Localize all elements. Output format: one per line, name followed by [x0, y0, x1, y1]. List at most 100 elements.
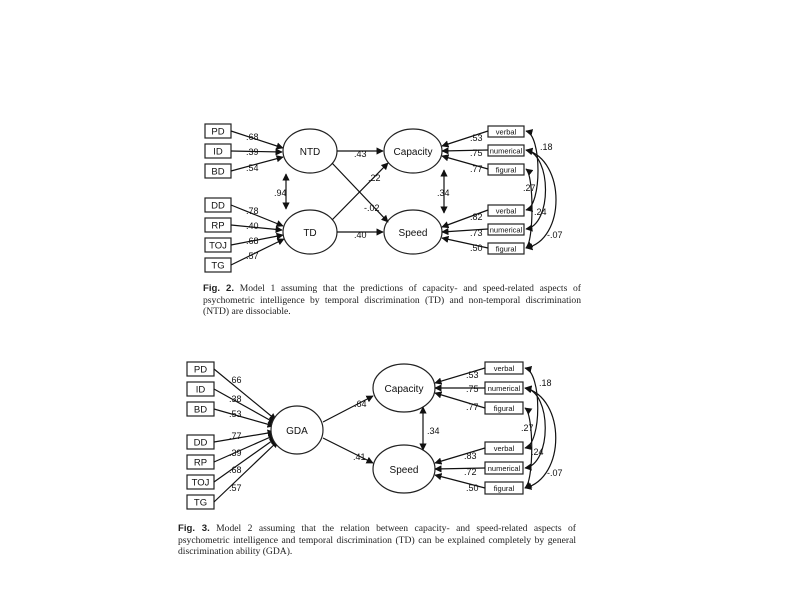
fig2-corr-capacity-speed-label: .34 — [437, 188, 450, 198]
fig3-indicator-label: ID — [196, 385, 206, 396]
figure-2-diagram: PD ID BD DD RP TOJ TG — [204, 123, 563, 273]
fig2-arrow-tg-td — [230, 238, 285, 266]
fig3-path-gda-capacity-label: .64 — [354, 399, 367, 409]
fig3-speed-loading-numerical: .72 — [464, 467, 477, 477]
fig2-arrow-speed-figural — [441, 235, 489, 249]
fig3-arrow-tg-gda — [213, 440, 279, 503]
fig2-loading-tg: .57 — [246, 251, 259, 261]
fig3-outcome-capacity-figural: figural — [484, 401, 524, 415]
fig3-outcome-label: figural — [494, 404, 515, 413]
fig3-indicator-label: PD — [194, 365, 207, 376]
fig3-latent-label: GDA — [286, 426, 308, 437]
fig2-residual-extra-label: -.07 — [547, 230, 563, 240]
fig3-indicator-label: TOJ — [192, 478, 210, 489]
fig2-arrow-speed-verbal — [441, 209, 489, 229]
fig3-arrow-speed-numerical — [434, 465, 486, 473]
fig2-outcome-label: numerical — [490, 226, 523, 235]
fig2-path-td-capacity-label: .22 — [368, 173, 381, 183]
fig3-residual-extra — [524, 386, 557, 490]
fig2-indicator-tg: TG — [204, 257, 232, 273]
fig2-path-ntd-speed — [331, 162, 389, 223]
fig3-indicator-label: RP — [194, 458, 207, 469]
fig3-speed-loading-figural: .50 — [466, 483, 479, 493]
fig2-loading-pd: .68 — [246, 132, 259, 142]
fig2-capacity-loading-figural: .77 — [470, 164, 483, 174]
fig2-outcome-speed-figural: figural — [487, 242, 525, 255]
fig2-speed-loading-figural: .50 — [470, 243, 483, 253]
fig2-loading-dd: .78 — [246, 206, 259, 216]
fig2-outcome-speed-numerical: numerical — [487, 223, 525, 236]
fig3-capacity-loading-numerical: .75 — [466, 384, 479, 394]
fig2-path-td-capacity — [331, 162, 389, 221]
fig2-indicator-label: RP — [211, 221, 224, 232]
fig2-indicator-toj: TOJ — [204, 237, 232, 253]
fig3-indicator-rp: RP — [186, 454, 215, 470]
fig2-outcome-capacity-figural: figural — [487, 163, 525, 176]
fig3-capacity-loading-figural: .77 — [466, 402, 479, 412]
figure-3-diagram: PD ID BD DD RP TOJ TG — [186, 361, 563, 510]
fig3-loading-id: .38 — [229, 394, 242, 404]
fig3-indicator-bd: BD — [186, 401, 215, 417]
fig3-arrow-pd-gda — [213, 368, 277, 421]
fig2-residual-numerical — [525, 147, 547, 232]
fig3-arrow-capacity-figural — [434, 391, 486, 409]
fig3-arrow-speed-verbal — [434, 447, 486, 465]
fig3-outcome-capacity-numerical: numerical — [484, 381, 524, 395]
fig2-outcome-capacity-numerical: numerical — [487, 144, 525, 157]
fig2-speed-loading-numerical: .73 — [470, 228, 483, 238]
fig3-indicator-id: ID — [186, 381, 215, 397]
fig3-arrow-capacity-verbal — [434, 367, 486, 385]
fig3-loading-pd: .66 — [229, 375, 242, 385]
fig2-latent-speed: Speed — [383, 209, 443, 255]
fig2-arrow-capacity-numerical — [441, 147, 489, 155]
fig2-loading-rp: .40 — [246, 221, 259, 231]
fig2-residual-extra — [525, 148, 557, 251]
fig3-caption: Fig. 3. Model 2 assuming that the relati… — [178, 523, 576, 558]
fig2-latent-label: Capacity — [394, 147, 433, 158]
fig2-indicator-label: ID — [213, 147, 223, 158]
fig3-outcome-label: numerical — [488, 464, 521, 473]
fig3-path-gda-speed — [322, 437, 374, 464]
fig3-indicator-tg: TG — [186, 494, 215, 510]
fig3-latent-gda: GDA — [270, 405, 324, 455]
fig3-indicator-label: BD — [194, 405, 207, 416]
fig3-loading-toj: .68 — [229, 465, 242, 475]
fig3-latent-label: Capacity — [385, 384, 424, 395]
fig3-path-gda-speed-label: .41 — [353, 452, 366, 462]
fig2-outcome-label: figural — [496, 245, 517, 254]
fig2-outcome-label: figural — [496, 166, 517, 175]
fig3-speed-loading-verbal: .83 — [464, 451, 477, 461]
fig2-latent-label: TD — [303, 228, 316, 239]
fig2-caption-text: Model 1 assuming that the predictions of… — [203, 283, 581, 317]
fig2-speed-loading-verbal: .82 — [470, 212, 483, 222]
fig2-caption: Fig. 2. Model 1 assuming that the predic… — [203, 283, 581, 318]
fig3-loading-bd: .53 — [229, 409, 242, 419]
fig3-outcome-capacity-verbal: verbal — [484, 361, 524, 375]
fig2-outcome-capacity-verbal: verbal — [487, 125, 525, 138]
fig3-residual-figural-label: .27 — [521, 423, 534, 433]
fig3-outcome-label: figural — [494, 484, 515, 493]
fig2-arrow-bd-ntd — [230, 155, 284, 172]
fig2-loading-id: .39 — [246, 147, 259, 157]
fig2-outcome-speed-verbal: verbal — [487, 204, 525, 217]
fig2-indicator-label: TG — [211, 261, 224, 272]
fig2-arrow-capacity-figural — [441, 154, 489, 170]
fig3-residual-extra-label: -.07 — [547, 468, 563, 478]
fig2-indicator-label: PD — [211, 127, 224, 138]
fig3-capacity-loading-verbal: .53 — [466, 370, 479, 380]
fig2-indicator-label: TOJ — [209, 241, 227, 252]
fig3-arrow-bd-gda — [213, 408, 275, 428]
fig2-arrow-toj-td — [230, 232, 284, 246]
fig3-loading-dd: .77 — [229, 431, 242, 441]
fig2-residual-figural-label: .27 — [523, 183, 536, 193]
fig3-arrow-rp-gda — [213, 434, 276, 463]
fig2-loading-bd: .54 — [246, 163, 259, 173]
fig2-latent-td: TD — [282, 209, 338, 255]
fig2-outcome-label: verbal — [496, 128, 517, 137]
fig3-latent-speed: Speed — [372, 444, 436, 494]
fig3-latent-capacity: Capacity — [372, 363, 436, 413]
fig2-corr-ntd-td-label: .94 — [274, 188, 287, 198]
fig2-indicator-label: BD — [211, 167, 224, 178]
